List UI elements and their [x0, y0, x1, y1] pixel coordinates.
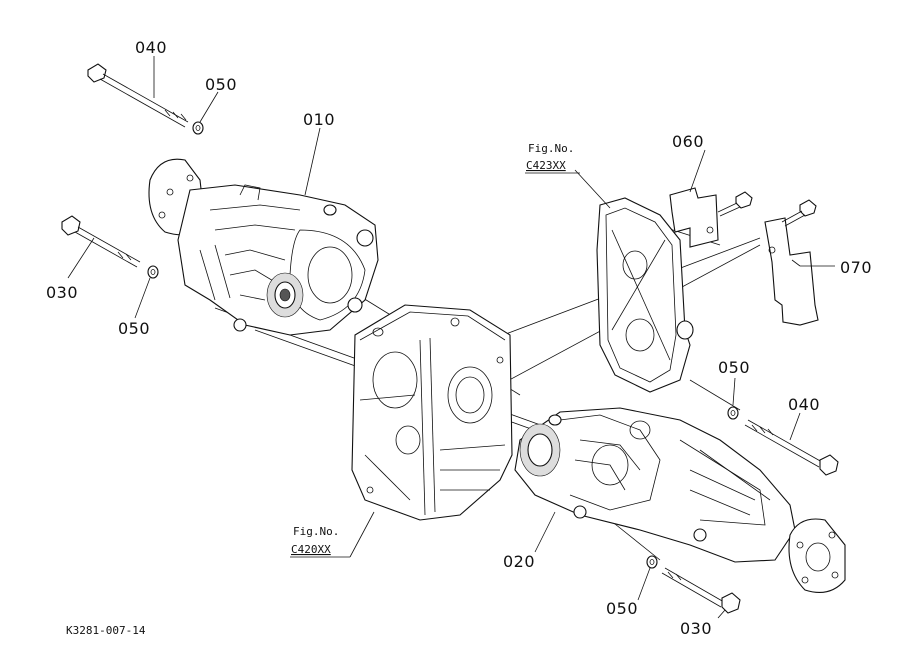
plate-060 — [669, 187, 753, 248]
figure-ref-lower-number: C420XX — [291, 543, 331, 556]
center-housing — [351, 304, 513, 521]
plate-070 — [764, 199, 819, 326]
callout-labels: 040 050 010 030 050 060 070 050 040 020 … — [46, 38, 872, 638]
bolt-030-left — [61, 215, 141, 268]
callout-050-top: 050 — [205, 75, 237, 94]
washer-050-right — [727, 406, 739, 420]
callout-050-left: 050 — [118, 319, 150, 338]
figure-ref-lower-label: Fig.No. — [293, 525, 339, 538]
figure-ref-lower: Fig.No. C420XX — [291, 525, 339, 556]
transmission-assembly-010 — [148, 158, 379, 336]
rear-axle-assembly-020 — [514, 407, 846, 593]
callout-050-bottom: 050 — [606, 599, 638, 618]
bolt-040-top — [87, 63, 189, 128]
figure-ref-upper: Fig.No. C423XX — [526, 142, 574, 172]
callout-040-top: 040 — [135, 38, 167, 57]
callout-010: 010 — [303, 110, 335, 129]
callout-060: 060 — [672, 132, 704, 151]
washer-050-top — [192, 121, 204, 135]
callout-070: 070 — [840, 258, 872, 277]
callout-030-bottom: 030 — [680, 619, 712, 638]
leader-lines — [67, 56, 835, 619]
callout-020: 020 — [503, 552, 535, 571]
figure-ref-upper-number: C423XX — [526, 159, 566, 172]
washer-050-bottom — [646, 555, 658, 569]
side-cover — [596, 197, 694, 393]
callout-050-right: 050 — [718, 358, 750, 377]
callout-040-right: 040 — [788, 395, 820, 414]
callout-030-left: 030 — [46, 283, 78, 302]
drawing-code: K3281-007-14 — [66, 624, 146, 637]
figure-ref-upper-label: Fig.No. — [528, 142, 574, 155]
washer-050-left — [147, 265, 159, 279]
bolt-040-right — [744, 419, 839, 476]
bolt-030-bottom — [661, 567, 741, 614]
